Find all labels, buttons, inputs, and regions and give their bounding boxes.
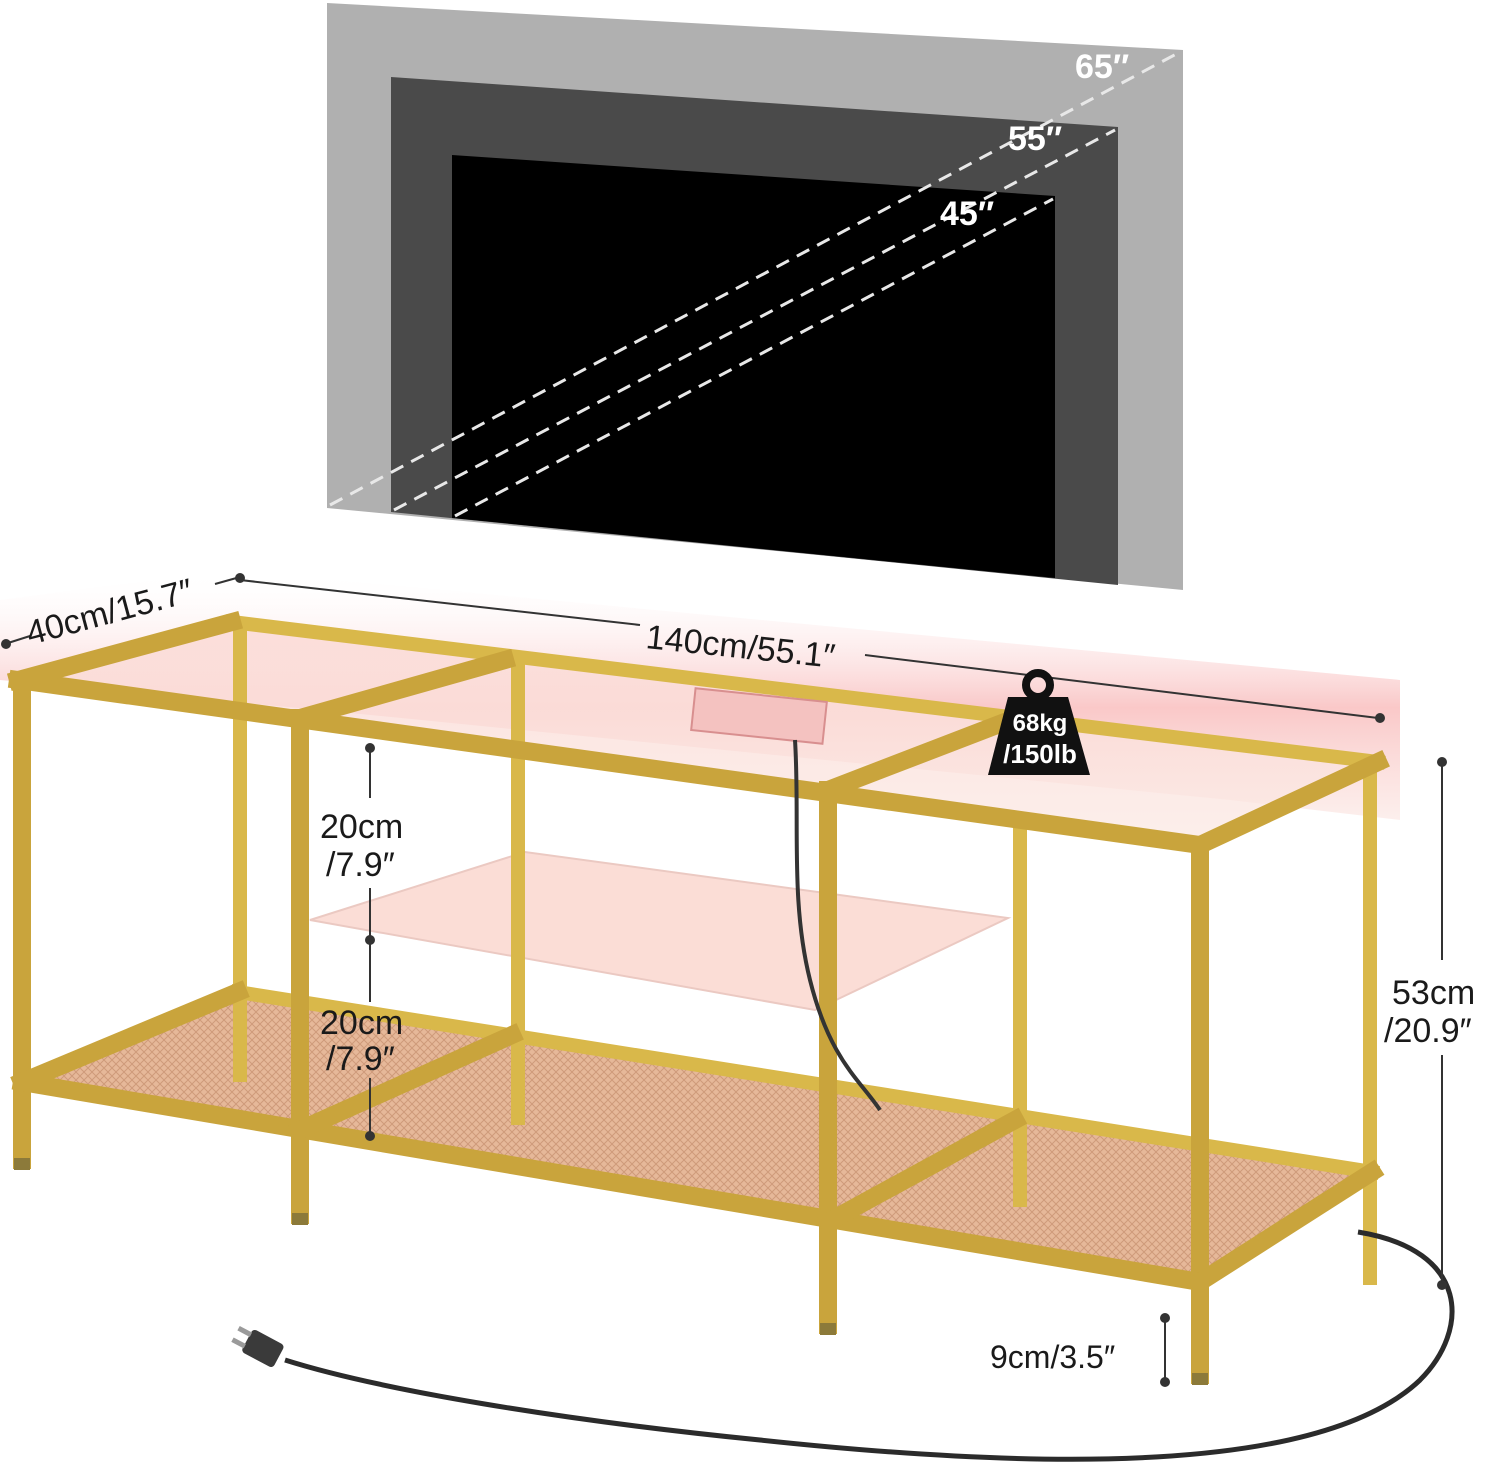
height-in-label: /20.9″ <box>1384 1012 1472 1050</box>
foot <box>820 1323 836 1335</box>
plug-icon <box>231 1325 284 1367</box>
bottom-mesh-shelf <box>28 990 1375 1275</box>
dim-endpoint <box>235 573 245 583</box>
dim-endpoint <box>1437 1280 1447 1290</box>
side-bottom-rail-left <box>10 980 250 1094</box>
dim-endpoint <box>365 1131 375 1141</box>
divider-bottom-rail-2 <box>815 1107 1028 1235</box>
front-bottom-rail <box>11 1071 1211 1293</box>
side-top-rail-left <box>6 610 244 692</box>
dim-endpoint <box>365 935 375 945</box>
middle-glass-shelf <box>309 850 1012 1012</box>
clearance-label: 9cm/3.5″ <box>990 1339 1115 1375</box>
tv-55-diagonal <box>393 128 1116 512</box>
tv-45-screen <box>452 155 1055 578</box>
dim-endpoint <box>1160 1313 1170 1323</box>
width-line-right <box>864 654 1379 719</box>
upper-shelf-gap-in: /7.9″ <box>326 846 395 884</box>
divider-top-rail-2 <box>816 708 1022 802</box>
foot <box>1192 1373 1208 1385</box>
side-bottom-rail-right <box>1187 1159 1385 1295</box>
tv-45-diagonal <box>454 197 1054 518</box>
tv-stand <box>6 610 1390 1385</box>
weight-icon <box>988 697 1090 775</box>
dim-endpoint <box>1375 713 1385 723</box>
tv-65-label: 65″ <box>1075 48 1129 86</box>
power-strip <box>690 687 828 745</box>
width-line-left <box>239 579 641 626</box>
height-cm-label: 53cm <box>1392 974 1475 1012</box>
dim-endpoint <box>1437 757 1447 767</box>
weight-capacity-badge: 68kg /150lb <box>988 669 1090 775</box>
divider-bottom-rail-1 <box>288 1023 524 1142</box>
back-bottom-rail <box>229 983 1381 1181</box>
upper-shelf-gap-cm: 20cm <box>320 808 403 846</box>
tv-size-illustration: 65″ 55″ 45″ <box>327 3 1183 590</box>
foot <box>14 1158 30 1170</box>
weight-kg: 68kg <box>1013 710 1068 737</box>
front-top-rail <box>7 669 1211 856</box>
lower-shelf-gap-in: /7.9″ <box>326 1040 395 1078</box>
depth-line <box>7 635 31 644</box>
lower-shelf-gap-cm: 20cm <box>320 1004 403 1042</box>
foot <box>292 1213 308 1225</box>
weight-lb: /150lb <box>1003 739 1077 769</box>
external-power-cord <box>284 1229 1455 1462</box>
tv-45-label: 45″ <box>940 195 994 233</box>
divider-top-rail-1 <box>288 648 517 730</box>
dimension-lines <box>7 576 1443 1382</box>
back-top-rail <box>224 614 1386 770</box>
dim-endpoint <box>1160 1377 1170 1387</box>
tv-55-label: 55″ <box>1008 120 1062 158</box>
dim-endpoint <box>1 639 11 649</box>
power-cord <box>793 739 882 1112</box>
dim-endpoint <box>365 743 375 753</box>
side-top-rail-right <box>1188 750 1390 857</box>
